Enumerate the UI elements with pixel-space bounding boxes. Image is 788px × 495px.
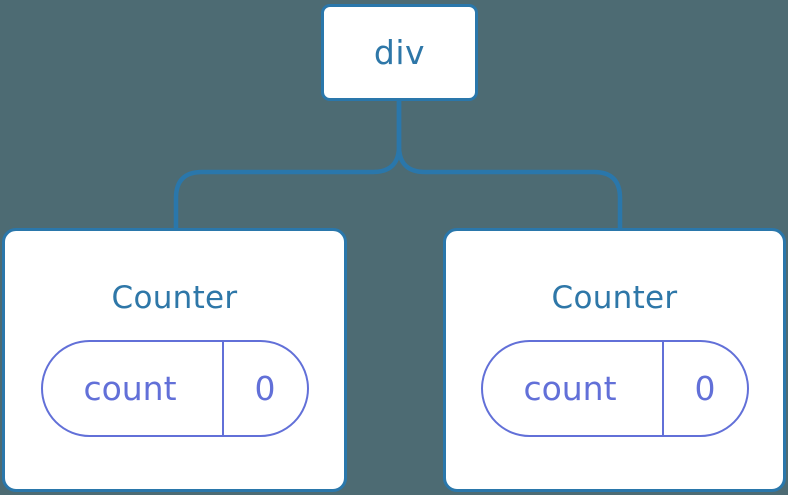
node-counter-left[interactable]: Counter count 0: [2, 228, 347, 492]
state-pill-divider-right: [661, 342, 664, 435]
node-counter-right[interactable]: Counter count 0: [443, 228, 786, 492]
connector-path-left: [173, 98, 402, 231]
state-key-right: count: [523, 369, 617, 408]
state-value-left: 0: [254, 369, 276, 408]
node-counter-right-title: Counter: [551, 280, 678, 316]
state-pill-left[interactable]: count 0: [40, 340, 309, 437]
state-value-right: 0: [694, 369, 716, 408]
node-div-label: div: [373, 33, 426, 72]
state-pill-right[interactable]: count 0: [480, 340, 749, 437]
state-pill-divider-left: [221, 342, 224, 435]
node-div[interactable]: div: [321, 4, 478, 101]
connector-path-right: [396, 98, 623, 231]
state-key-left: count: [83, 369, 177, 408]
node-counter-left-title: Counter: [111, 280, 238, 316]
